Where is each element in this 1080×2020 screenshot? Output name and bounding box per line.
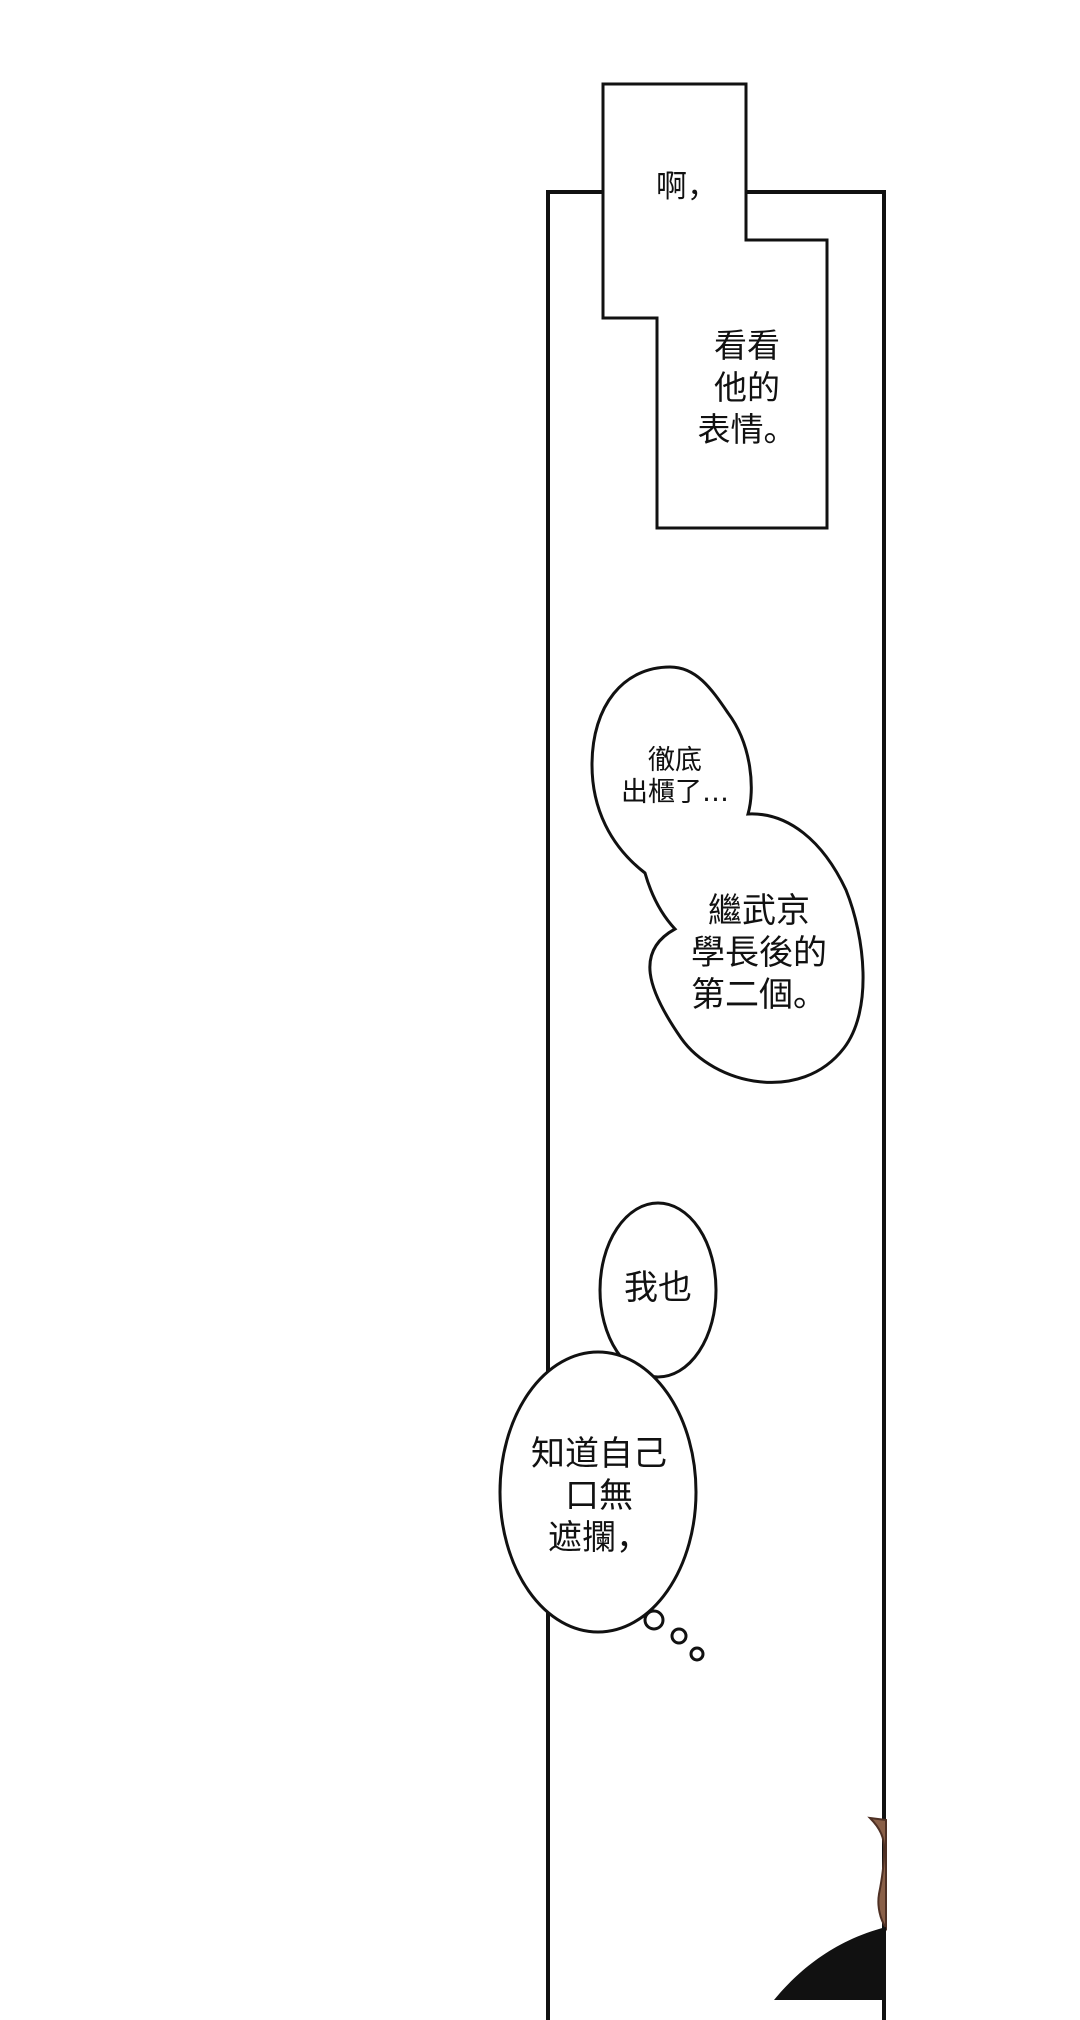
speech-text-1: 徹底 出櫃了… (621, 745, 729, 809)
caption-text-1: 啊， (656, 169, 718, 205)
speech-text-2: 繼武京 學長後的 第二個。 (691, 891, 827, 1016)
thought-text-2: 知道自己 口無 遮攔， (531, 1434, 667, 1559)
comic-panel-frame (546, 190, 886, 2020)
thought-text-1: 我也 (624, 1268, 692, 1308)
caption-text-2: 看看 他的 表情。 (697, 326, 797, 450)
